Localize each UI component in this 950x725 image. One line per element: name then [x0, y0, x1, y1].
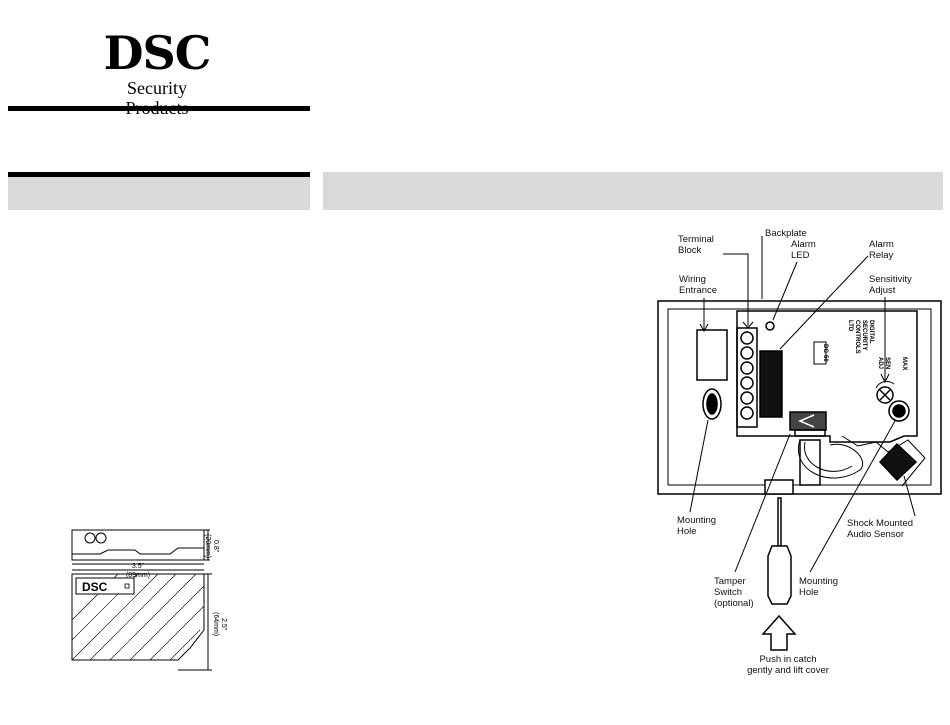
label-wiring-1: Wiring — [679, 274, 706, 285]
mounting-hole-right — [888, 400, 910, 422]
label-mounting-left-2: Hole — [677, 526, 697, 537]
label-audio-sensor-1: Shock Mounted — [847, 518, 913, 529]
wiring-entrance-slot — [696, 329, 728, 381]
label-sensitivity-2: Adjust — [869, 285, 896, 296]
label-terminal-block-1: Terminal — [678, 234, 714, 245]
label-alarm-relay-1: Alarm — [869, 239, 894, 250]
right-title-band — [323, 172, 943, 210]
board-company-4: LTD — [847, 320, 853, 332]
depth-in: 2.5" — [220, 618, 227, 631]
header-rule — [8, 106, 310, 111]
height-in: 0.8" — [212, 540, 219, 553]
screwdriver-handle — [767, 545, 792, 605]
label-alarm-relay-2: Relay — [869, 250, 894, 261]
left-title-band — [8, 172, 310, 210]
side-view — [71, 529, 205, 561]
label-terminal-block-2: Block — [678, 245, 701, 256]
label-wiring-2: Entrance — [679, 285, 717, 296]
label-alarm-led-2: LED — [791, 250, 810, 261]
label-mounting-right-1: Mounting — [799, 576, 838, 587]
label-tamper-1: Tamper — [714, 576, 746, 587]
housing-outline — [657, 300, 942, 495]
depth-mm: (64mm) — [212, 612, 219, 636]
sensitivity-pot — [876, 386, 894, 404]
label-sensitivity-1: Sensitivity — [869, 274, 912, 285]
side-hole-2 — [95, 532, 107, 544]
dsc-logo: DSC Security Products — [95, 26, 225, 118]
width-in: 3.5" — [132, 563, 145, 570]
pot-adj: ADJ — [877, 357, 883, 369]
detector-diagram: DIGITAL SECURITY CONTROLS LTD DG-50 MAX … — [657, 228, 942, 676]
terminal-block — [736, 327, 758, 428]
board-company-2: SECURITY — [861, 320, 867, 350]
screwdriver-shaft — [777, 497, 782, 547]
pot-sen: SEN — [884, 357, 890, 369]
label-mounting-left-1: Mounting — [677, 515, 716, 526]
drawing-label-box — [75, 577, 135, 595]
label-mounting-right-2: Hole — [799, 587, 819, 598]
dimension-drawing: DSC 3.5" (89mm) 0.8" (20mm) 2.5" (64mm) — [71, 529, 227, 671]
width-mm: (89mm) — [126, 572, 150, 579]
board-company-3: CONTROLS — [854, 320, 860, 354]
height-mm: (20mm) — [204, 534, 211, 558]
tamper-switch-body — [789, 411, 827, 431]
label-alarm-led-1: Alarm — [791, 239, 816, 250]
logo-subtitle: Security Products — [126, 78, 189, 118]
label-push-catch-1: Push in catch — [759, 654, 816, 665]
label-audio-sensor-2: Audio Sensor — [847, 529, 904, 540]
alarm-led — [765, 321, 775, 331]
alarm-relay — [759, 350, 783, 418]
mounting-hole-left — [702, 388, 722, 420]
board-model: DG-50 — [822, 344, 828, 362]
board-company-1: DIGITAL — [868, 320, 874, 344]
logo-wordmark: DSC — [103, 26, 212, 80]
side-hole-1 — [84, 532, 96, 544]
label-tamper-3: (optional) — [714, 598, 754, 609]
push-arrow — [761, 614, 797, 651]
drawing-logo: DSC — [82, 580, 108, 594]
pot-max: MAX — [901, 357, 907, 370]
label-tamper-2: Switch — [714, 587, 742, 598]
label-backplate: Backplate — [765, 228, 807, 239]
label-push-catch-2: gently and lift cover — [747, 665, 829, 676]
